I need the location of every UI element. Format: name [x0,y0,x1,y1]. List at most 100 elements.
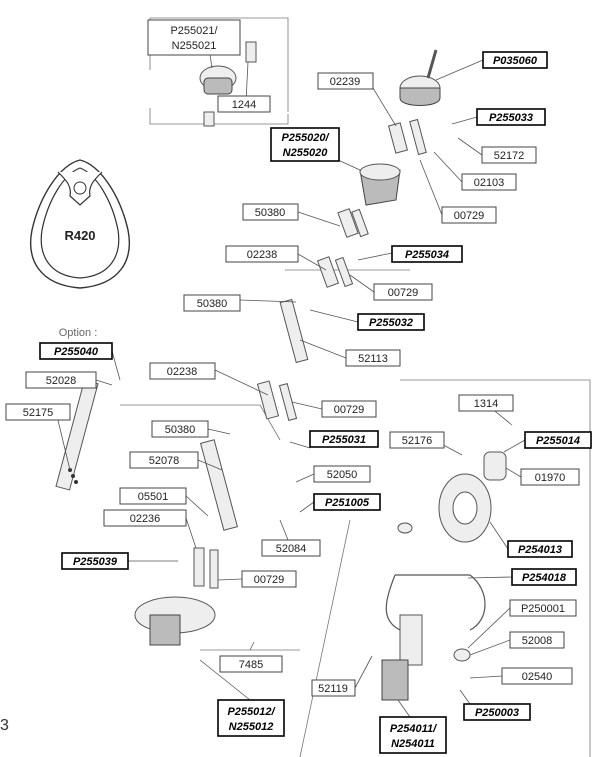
region-frames [120,17,591,757]
svg-text:P254013: P254013 [518,544,562,556]
label-p255014: P255014 [524,431,592,449]
svg-text:00729: 00729 [334,404,365,416]
svg-text:50380: 50380 [255,207,286,219]
svg-text:P254018: P254018 [522,572,567,584]
svg-text:02540: 02540 [522,671,553,683]
label-p255021-line1: P255021/ [170,25,218,37]
label-52028: 52028 [25,371,97,389]
svg-text:P255034: P255034 [405,249,449,261]
label-p250003: P250003 [463,703,531,721]
label-p255020-line2: N255020 [283,147,329,159]
label-05501: 05501 [119,487,187,505]
label-02239: 02239 [317,72,374,90]
top-head-parts [199,41,441,127]
label-00729-c: 00729 [321,400,377,418]
label-00729-d: 00729 [241,570,297,588]
label-p254011-line1: P254011/ [390,723,438,735]
label-p255039: P255039 [61,552,129,570]
svg-text:05501: 05501 [138,491,169,503]
label-p255033: P255033 [476,108,546,126]
svg-text:52008: 52008 [522,635,553,647]
svg-text:02239: 02239 [330,76,361,88]
main-shaft-assembly [134,118,427,646]
svg-text:P255014: P255014 [536,435,580,447]
svg-text:52084: 52084 [276,543,307,555]
label-50380-c: 50380 [151,420,209,438]
label-02238-b: 02238 [149,362,216,380]
label-p255040: P255040 [39,342,113,360]
option-label: Option : [59,327,98,339]
svg-text:00729: 00729 [388,287,419,299]
profile-label: R420 [64,228,95,243]
svg-text:00729: 00729 [254,574,285,586]
label-p255020: P255020/ N255020 [270,127,340,162]
label-52008: 52008 [509,631,565,649]
label-p255032: P255032 [357,313,425,331]
svg-text:50380: 50380 [197,298,228,310]
svg-text:7485: 7485 [239,659,263,671]
label-p255031: P255031 [309,430,379,448]
label-1244: 1244 [217,95,271,113]
svg-text:52050: 52050 [327,469,358,481]
r420-profile: R420 [30,159,130,289]
svg-text:52175: 52175 [23,407,54,419]
label-p255021-line2: N255021 [172,40,217,52]
svg-text:52113: 52113 [358,353,388,365]
svg-text:P255040: P255040 [54,346,99,358]
label-p255012: P255012/ N255012 [217,699,285,737]
svg-text:52028: 52028 [46,375,77,387]
svg-text:P255032: P255032 [369,317,413,329]
svg-text:01970: 01970 [535,472,566,484]
label-p255012-line1: P255012/ [227,706,276,718]
label-p254013: P254013 [507,540,573,558]
label-p254011: P254011/ N254011 [379,716,447,754]
svg-text:1314: 1314 [474,398,498,410]
label-p254011-line2: N254011 [391,738,435,750]
svg-text:02238: 02238 [247,249,278,261]
svg-text:P250001: P250001 [521,603,565,615]
label-50380-a: 50380 [242,203,299,221]
svg-text:P035060: P035060 [493,55,538,67]
svg-text:02236: 02236 [130,513,161,525]
svg-text:02238: 02238 [167,366,198,378]
label-02236: 02236 [103,509,187,527]
label-1314: 1314 [458,394,514,412]
svg-text:P251005: P251005 [325,497,370,509]
svg-text:52172: 52172 [494,150,525,162]
label-52113: 52113 [345,349,401,367]
label-02540: 02540 [501,667,573,685]
svg-text:52078: 52078 [149,455,180,467]
label-02238-a: 02238 [225,245,299,263]
svg-text:P255039: P255039 [73,556,118,568]
label-00729-b: 00729 [373,283,433,301]
label-00729-a: 00729 [441,206,497,224]
label-p254018: P254018 [511,568,577,586]
label-p255012-line2: N255012 [229,721,274,733]
label-02103: 02103 [461,173,517,191]
label-52175: 52175 [5,403,71,421]
label-p255034: P255034 [391,245,463,263]
label-p255021: P255021/ N255021 [147,19,241,56]
label-52176: 52176 [389,431,445,449]
label-01970: 01970 [520,468,580,486]
label-52084: 52084 [261,539,321,557]
svg-text:50380: 50380 [165,424,196,436]
svg-text:1244: 1244 [232,99,256,111]
label-p250001: P250001 [509,599,577,617]
label-50380-b: 50380 [183,294,241,312]
right-parts [381,451,507,701]
svg-text:P250003: P250003 [475,707,519,719]
label-52119: 52119 [311,679,356,697]
option-tube [55,379,99,491]
leader-lines [55,54,526,718]
label-p255020-line1: P255020/ [281,132,330,144]
svg-text:52176: 52176 [402,435,433,447]
label-p035060: P035060 [482,51,548,69]
svg-text:P255033: P255033 [489,112,533,124]
label-7485: 7485 [219,655,283,673]
svg-text:00729: 00729 [454,210,485,222]
svg-text:52119: 52119 [318,683,348,695]
svg-text:02103: 02103 [474,177,505,189]
page-marker: 3 [0,717,9,734]
